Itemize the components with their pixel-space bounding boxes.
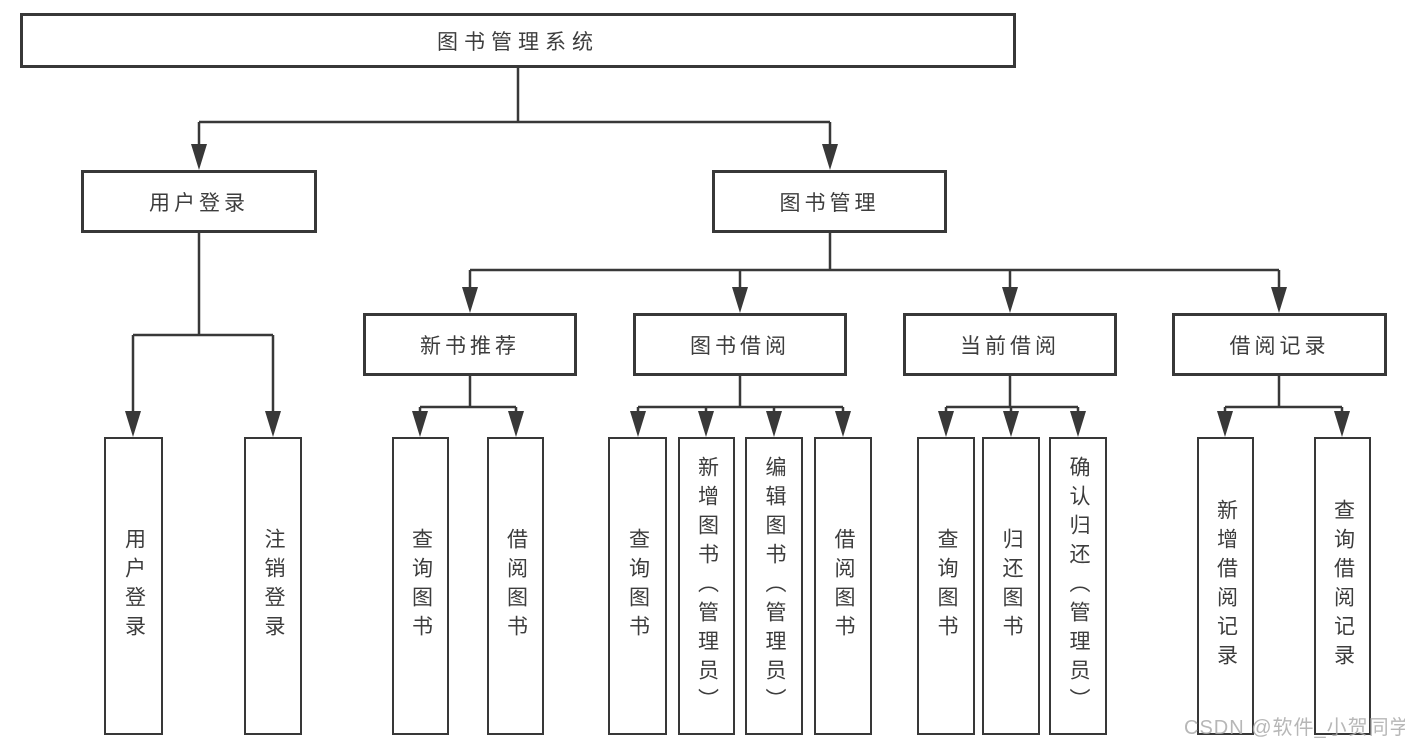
node-borrowing-records: 借阅记录 bbox=[1172, 313, 1387, 376]
node-label: 用户登录 bbox=[149, 191, 249, 215]
node-label: 查询借阅记录 bbox=[1331, 499, 1355, 673]
leaf-edit-book-admin: 编辑图书（管理员） bbox=[745, 437, 803, 735]
node-label: 借阅记录 bbox=[1229, 334, 1330, 358]
node-label: 借阅图书 bbox=[832, 528, 855, 644]
node-label: 新增借阅记录 bbox=[1214, 499, 1238, 673]
node-book-borrowing: 图书借阅 bbox=[633, 313, 847, 376]
leaf-add-book-admin: 新增图书（管理员） bbox=[678, 437, 735, 735]
csdn-watermark: CSDN @软件_小贺同学 bbox=[1184, 717, 1405, 739]
node-label: 确认归还（管理员） bbox=[1067, 455, 1090, 717]
leaf-confirm-return-admin: 确认归还（管理员） bbox=[1049, 437, 1107, 735]
node-user-login: 用户登录 bbox=[81, 170, 317, 233]
leaf-borrow-books-recommend: 借阅图书 bbox=[487, 437, 544, 735]
leaf-query-books-current: 查询图书 bbox=[917, 437, 975, 735]
leaf-borrow-books-borrowing: 借阅图书 bbox=[814, 437, 872, 735]
node-label: 新书推荐 bbox=[420, 334, 520, 358]
leaf-query-books-recommend: 查询图书 bbox=[392, 437, 449, 735]
leaf-return-books: 归还图书 bbox=[982, 437, 1040, 735]
node-label: 归还图书 bbox=[1000, 528, 1023, 644]
node-current-borrowing: 当前借阅 bbox=[903, 313, 1117, 376]
node-label: 图书借阅 bbox=[690, 334, 790, 358]
node-label: 用户登录 bbox=[122, 528, 146, 644]
leaf-add-borrow-record: 新增借阅记录 bbox=[1197, 437, 1254, 735]
node-label: 图书管理 bbox=[779, 191, 880, 215]
node-label: 图书管理系统 bbox=[437, 30, 599, 54]
leaf-query-books-borrowing: 查询图书 bbox=[608, 437, 667, 735]
leaf-user-login: 用户登录 bbox=[104, 437, 163, 735]
leaf-logout: 注销登录 bbox=[244, 437, 302, 735]
arrowheads bbox=[125, 144, 1350, 437]
leaf-query-borrow-record: 查询借阅记录 bbox=[1314, 437, 1371, 735]
node-new-book-recommendation: 新书推荐 bbox=[363, 313, 577, 376]
node-label: 查询图书 bbox=[935, 528, 958, 644]
node-book-management: 图书管理 bbox=[712, 170, 947, 233]
node-label: 注销登录 bbox=[262, 528, 285, 644]
node-label: 查询图书 bbox=[626, 528, 650, 644]
node-label: 编辑图书（管理员） bbox=[763, 455, 786, 717]
node-label: 当前借阅 bbox=[960, 334, 1060, 358]
node-label: 查询图书 bbox=[409, 528, 433, 644]
node-label: 借阅图书 bbox=[504, 528, 528, 644]
node-label: 新增图书（管理员） bbox=[695, 455, 719, 717]
node-library-management-system: 图书管理系统 bbox=[20, 13, 1016, 68]
